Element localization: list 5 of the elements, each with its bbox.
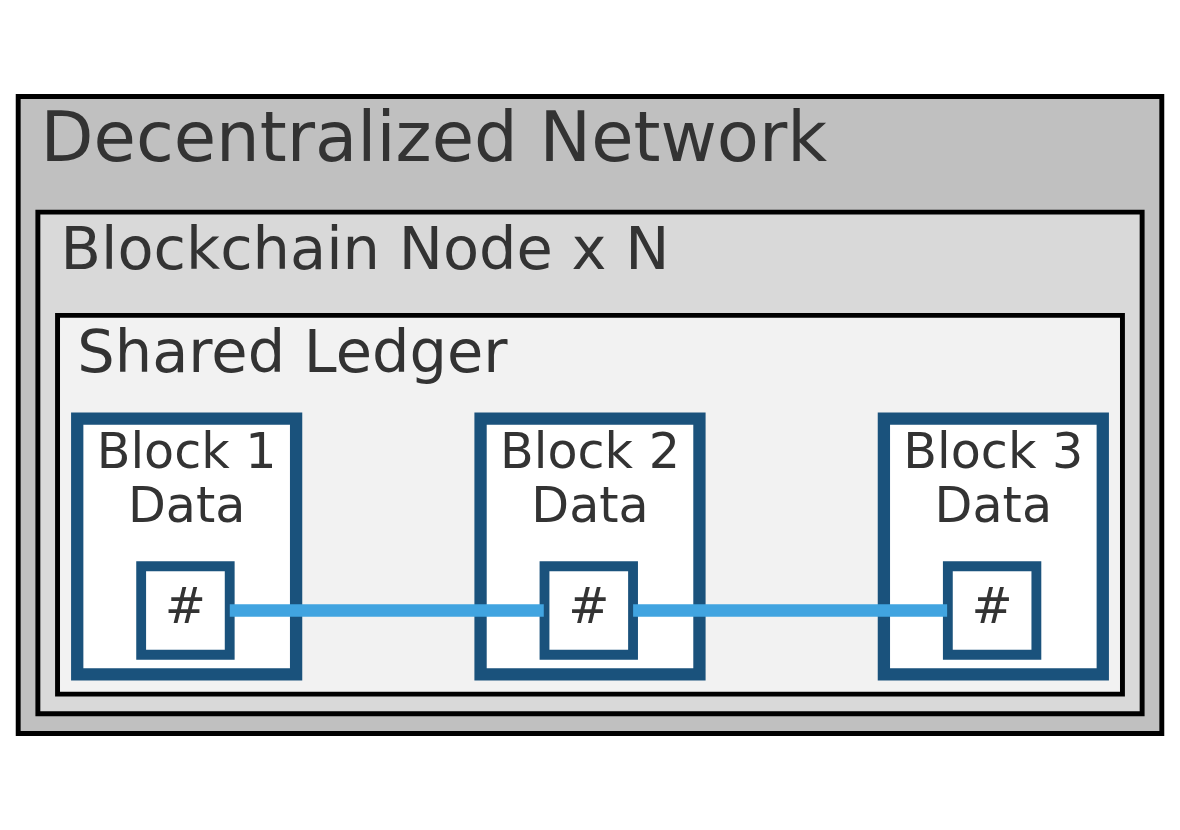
connector — [633, 604, 948, 617]
node-box: # — [942, 561, 1042, 660]
node-box: # — [539, 561, 638, 660]
connector — [229, 604, 544, 617]
node-box: # — [136, 561, 235, 660]
